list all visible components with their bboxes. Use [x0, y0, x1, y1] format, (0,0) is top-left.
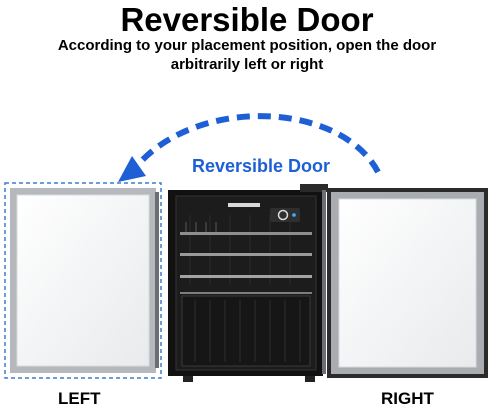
- fridge-cabinet: [168, 184, 328, 382]
- subtitle-line-1: According to your placement position, op…: [57, 37, 437, 54]
- subtitle-line-2: arbitrarily left or right: [170, 56, 324, 73]
- reversible-door-label: Reversible Door: [191, 156, 331, 176]
- subtitle: According to your placement position, op…: [0, 36, 494, 74]
- wire-shelf: [180, 275, 312, 278]
- left-door: [4, 182, 162, 379]
- wire-shelf: [180, 253, 312, 256]
- curved-dashed-arrow-icon: [128, 113, 381, 176]
- right-label: RIGHT: [381, 389, 434, 408]
- arrowhead-icon: [118, 156, 146, 182]
- right-door: [322, 188, 488, 378]
- left-label: LEFT: [58, 389, 101, 408]
- interior-light-icon: [228, 203, 260, 207]
- wire-shelf: [180, 222, 312, 235]
- thermostat-dial-icon: [277, 209, 289, 221]
- page-title: Reversible Door: [120, 1, 374, 38]
